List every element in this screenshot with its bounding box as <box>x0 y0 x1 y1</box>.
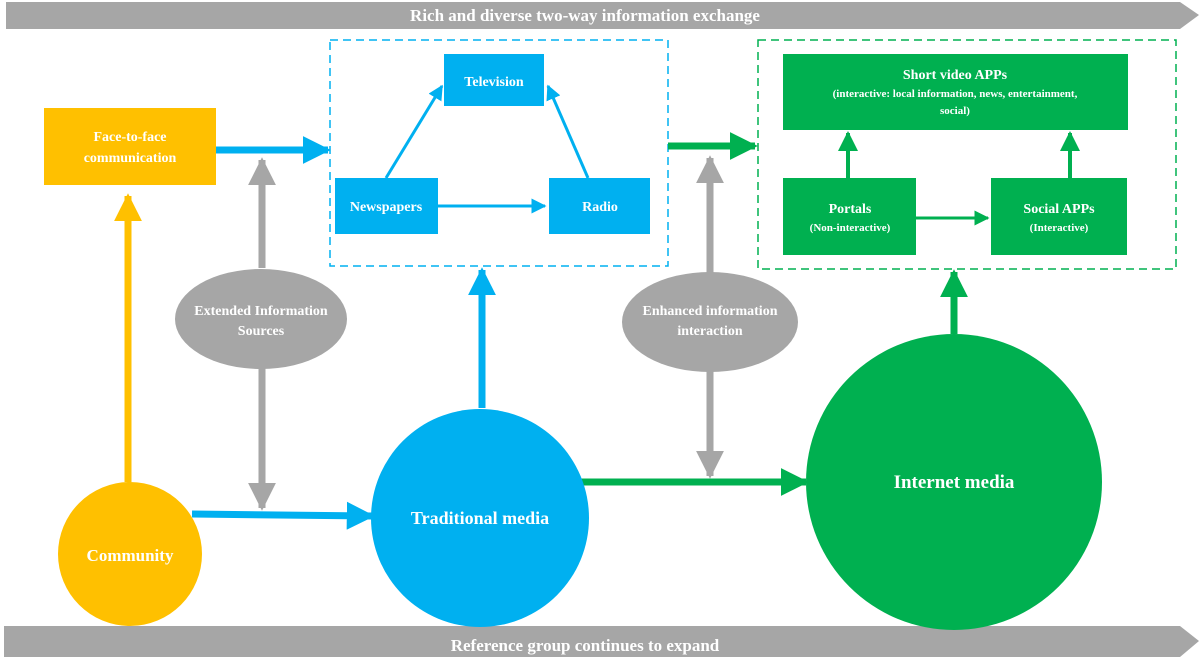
community-label: Community <box>87 546 174 565</box>
community-node: Community <box>58 482 202 626</box>
social-apps-node: Social APPs (Interactive) <box>991 178 1127 255</box>
television-node: Television <box>444 54 544 106</box>
traditional-media-label: Traditional media <box>411 508 549 528</box>
portals-sub: (Non-interactive) <box>810 222 891 234</box>
extended-sources-node: Extended Information Sources <box>175 269 347 369</box>
bottom-banner: Reference group continues to expand <box>4 626 1199 657</box>
television-label: Television <box>464 75 524 90</box>
newspapers-to-television-arrow <box>384 84 444 179</box>
internet-media-label: Internet media <box>894 472 1015 493</box>
traditional-media-node: Traditional media <box>371 409 589 627</box>
bottom-banner-label: Reference group continues to expand <box>451 636 720 655</box>
top-banner: Rich and diverse two-way information exc… <box>6 2 1199 29</box>
extended-sources-line1: Extended Information <box>194 304 328 319</box>
short-video-desc-line2: social) <box>940 105 970 117</box>
extended-sources-line2: Sources <box>238 324 285 339</box>
social-apps-title: Social APPs <box>1023 202 1095 217</box>
community-to-traditional-arrow <box>191 501 375 530</box>
internet-media-node: Internet media <box>806 334 1102 630</box>
portals-title: Portals <box>829 202 872 217</box>
face-to-face-line1: Face-to-face <box>93 130 166 145</box>
top-banner-label: Rich and diverse two-way information exc… <box>410 6 760 25</box>
radio-node: Radio <box>549 178 650 234</box>
short-video-apps-node: Short video APPs (interactive: local inf… <box>783 54 1128 130</box>
enhanced-interaction-line2: interaction <box>677 324 743 339</box>
face-to-face-line2: communication <box>84 151 177 166</box>
newspapers-label: Newspapers <box>350 200 423 215</box>
short-video-title: Short video APPs <box>903 68 1008 83</box>
social-apps-sub: (Interactive) <box>1030 222 1089 234</box>
face-to-face-node: Face-to-face communication <box>44 108 216 185</box>
internet-media-group-box <box>757 39 1177 270</box>
portals-node: Portals (Non-interactive) <box>783 178 916 255</box>
newspapers-node: Newspapers <box>335 178 438 234</box>
radio-to-television-arrow <box>546 84 590 179</box>
radio-label: Radio <box>582 200 618 215</box>
short-video-desc-line1: (interactive: local information, news, e… <box>833 88 1078 100</box>
enhanced-interaction-node: Enhanced information interaction <box>622 272 798 372</box>
enhanced-interaction-line1: Enhanced information <box>643 304 778 319</box>
